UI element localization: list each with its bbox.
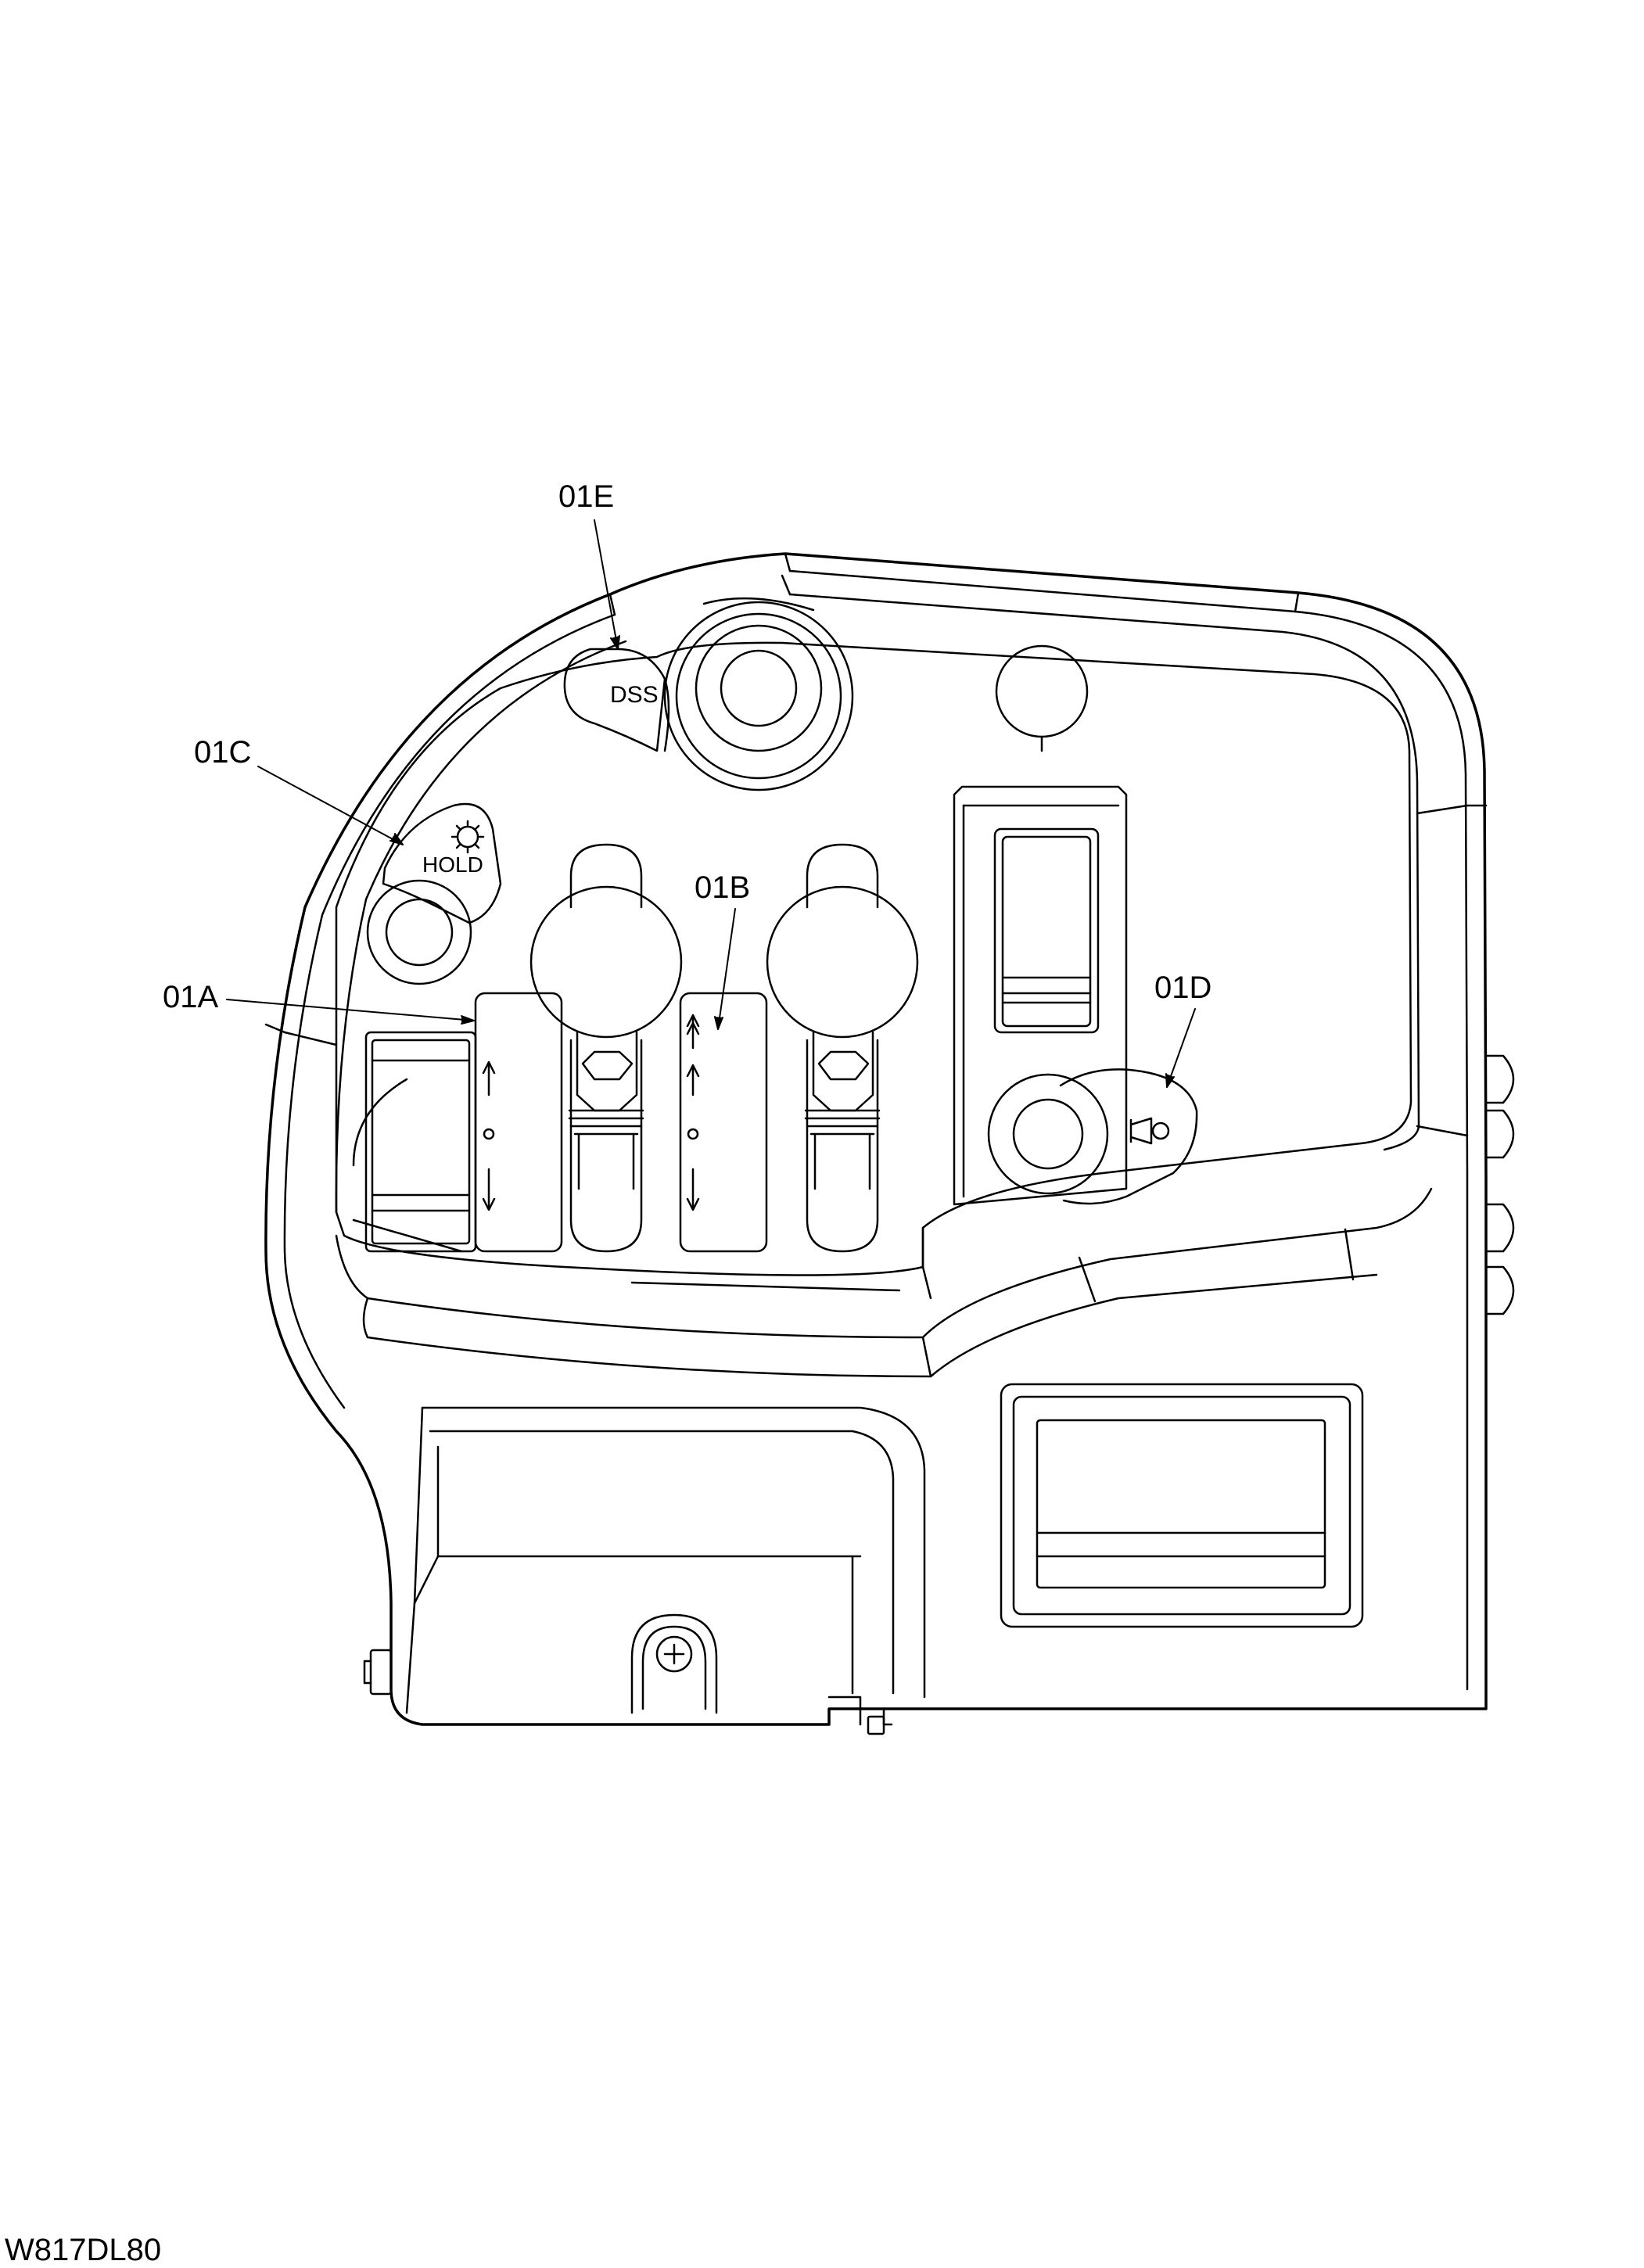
right-switch-panel — [953, 785, 1128, 1206]
plate-01A-down-arrow-icon — [482, 1168, 496, 1211]
left-rocker-switch[interactable] — [364, 1031, 477, 1253]
callout-01B: 01B — [695, 870, 750, 905]
screw-clip — [630, 1613, 718, 1714]
hold-gear-icon — [450, 820, 485, 854]
control-face — [335, 641, 1433, 1378]
callout-01D: 01D — [1154, 971, 1211, 1005]
hold-push-button[interactable] — [366, 879, 472, 985]
horn-icon — [1129, 1117, 1170, 1145]
side-connectors — [1484, 1054, 1515, 1315]
callout-01C: 01C — [194, 735, 251, 770]
lower-window — [1000, 1383, 1364, 1628]
callout-01E: 01E — [558, 479, 614, 514]
phillips-screw-icon — [655, 1635, 693, 1673]
leader-lines — [226, 519, 1196, 1088]
lever-2[interactable] — [766, 843, 919, 1253]
main-round-knob[interactable] — [663, 597, 854, 791]
horn-button[interactable] — [987, 1068, 1198, 1205]
lever-plate-01B — [679, 992, 768, 1253]
plate-01B-dot-icon — [687, 1128, 699, 1140]
lever-plate-01A — [474, 992, 563, 1253]
right-rocker-switch[interactable] — [993, 827, 1100, 1034]
dss-button[interactable]: DSS — [563, 648, 670, 752]
plate-01A-dot-icon — [483, 1128, 495, 1140]
plate-01B-down-arrow-icon — [686, 1168, 700, 1211]
dome-cap — [995, 644, 1089, 752]
hold-button[interactable]: HOLD — [382, 802, 502, 924]
callout-01A: 01A — [163, 980, 218, 1014]
left-stud — [363, 1649, 393, 1696]
hold-label: HOLD — [422, 852, 483, 877]
plate-01B-double-up-arrow-icon — [686, 1014, 700, 1050]
lever-1[interactable] — [529, 843, 683, 1253]
bottom-stud — [867, 1715, 885, 1735]
plate-01B-up-arrow-icon — [686, 1064, 700, 1096]
housing-outline — [264, 552, 1488, 1726]
dss-label: DSS — [610, 682, 659, 708]
figure-code: W817DL80 — [5, 2233, 161, 2267]
plate-01A-up-arrow-icon — [482, 1060, 496, 1096]
lower-body — [405, 1406, 926, 1726]
